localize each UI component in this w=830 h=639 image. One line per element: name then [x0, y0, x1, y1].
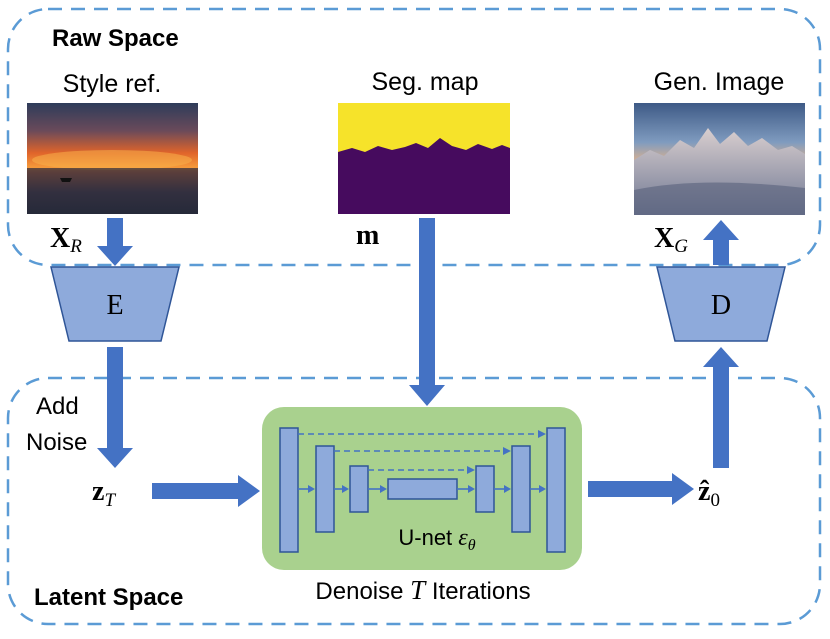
- unet-label: U-net εθ: [398, 525, 475, 554]
- x-g-symbol: XG: [654, 223, 688, 257]
- gen-image-caption: Gen. Image: [654, 68, 785, 96]
- x-r-symbol: XR: [50, 223, 82, 257]
- unet-layer-bottleneck: [387, 478, 458, 500]
- style-ref-image: [27, 103, 198, 214]
- encoder-block: [50, 266, 180, 342]
- arrow-unet-to-z0: [588, 473, 694, 505]
- add-noise-label-line1: Add: [36, 393, 79, 420]
- unet-layer-dec3: [475, 465, 495, 513]
- gen-image-image: [634, 103, 805, 215]
- denoise-label: Denoise T Iterations: [315, 575, 530, 605]
- arrow-encoder-to-zt: [97, 347, 133, 468]
- style-ref-caption: Style ref.: [63, 70, 162, 98]
- unet-layer-dec1: [546, 427, 566, 553]
- decoder-label: D: [711, 290, 731, 321]
- latent-space-label: Latent Space: [34, 584, 183, 611]
- arrow-z0-to-decoder: [703, 347, 739, 468]
- latent-space-region: [6, 376, 822, 626]
- z-t-symbol: zT: [92, 476, 116, 511]
- arrow-decoder-to-xg: [703, 220, 739, 265]
- arrow-xr-to-encoder: [97, 218, 133, 266]
- seg-map-caption: Seg. map: [371, 68, 478, 96]
- unet-layer-enc3: [349, 465, 369, 513]
- unet-connections: [298, 430, 546, 493]
- unet-layer-dec2: [511, 445, 531, 533]
- add-noise-label-line2: Noise: [26, 429, 87, 456]
- seg-map-image: [338, 103, 510, 214]
- arrow-zt-to-unet: [152, 475, 260, 507]
- encoder-label: E: [106, 290, 123, 321]
- raw-space-label: Raw Space: [52, 25, 179, 52]
- decoder-block: [656, 266, 786, 342]
- unet-layer-enc1: [279, 427, 299, 553]
- arrow-m-to-unet: [409, 218, 445, 406]
- z-0-symbol: ẑ0: [698, 476, 720, 511]
- m-symbol: m: [356, 220, 379, 251]
- raw-space-region: [6, 7, 822, 267]
- unet-layer-enc2: [315, 445, 335, 533]
